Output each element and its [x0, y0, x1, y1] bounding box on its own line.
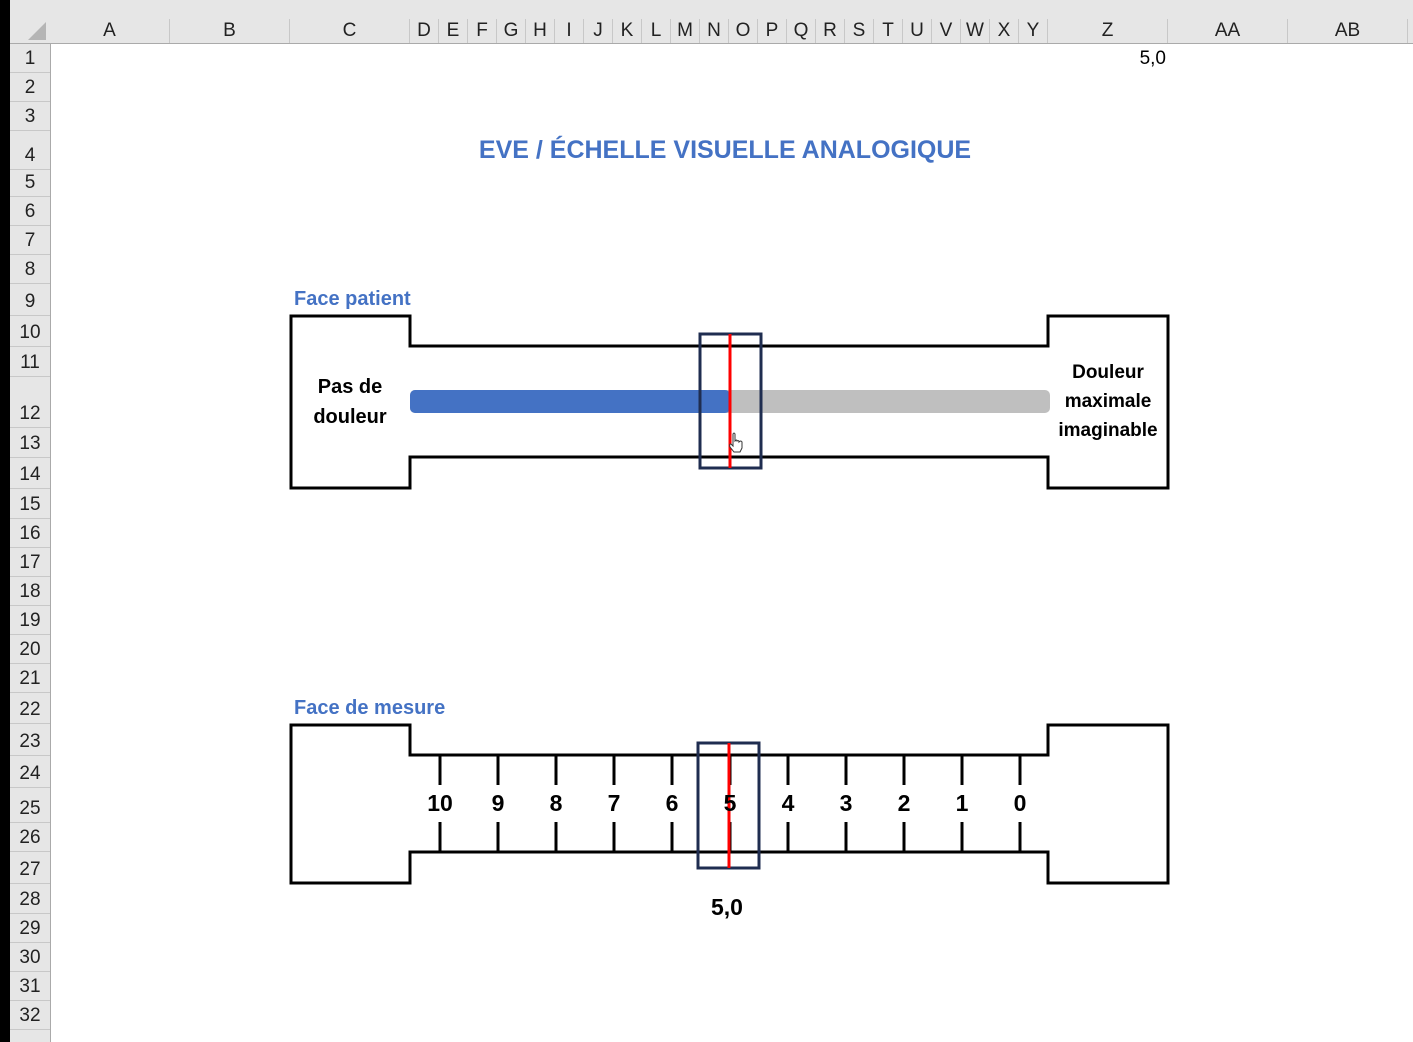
row-header[interactable]: 26 [10, 823, 50, 852]
patient-face-label: Face patient [294, 288, 411, 310]
column-header[interactable]: C [290, 19, 410, 43]
tick-label: 10 [427, 790, 453, 816]
column-header[interactable]: P [758, 19, 787, 43]
cell-z1[interactable]: 5,0 [1139, 48, 1166, 69]
column-header[interactable]: AA [1168, 19, 1288, 43]
row-header[interactable]: 21 [10, 664, 50, 693]
column-header[interactable]: L [642, 19, 671, 43]
column-header[interactable]: E [439, 19, 468, 43]
hand-cursor-icon [729, 432, 743, 453]
row-header[interactable]: 3 [10, 102, 50, 131]
row-header[interactable]: 8 [10, 255, 50, 284]
page-title: EVE / ÉCHELLE VISUELLE ANALOGIQUE [478, 136, 972, 164]
column-header[interactable]: W [961, 19, 990, 43]
row-header[interactable]: 1 [10, 44, 50, 73]
row-header[interactable]: 19 [10, 606, 50, 635]
column-header[interactable]: R [816, 19, 845, 43]
row-header[interactable]: 5 [10, 170, 50, 197]
row-header[interactable]: 10 [10, 316, 50, 347]
row-header[interactable]: 18 [10, 577, 50, 606]
tick-label: 0 [1013, 790, 1027, 816]
column-header[interactable]: U [903, 19, 932, 43]
column-header[interactable]: B [170, 19, 290, 43]
tick-label: 6 [665, 790, 679, 816]
tick-label: 1 [955, 790, 969, 816]
column-header[interactable]: F [468, 19, 497, 43]
left-label: Pas de douleur [313, 376, 387, 428]
column-header[interactable]: H [526, 19, 555, 43]
column-header[interactable]: I [555, 19, 584, 43]
measure-face-label: Face de mesure [294, 697, 446, 719]
column-header[interactable]: A [50, 19, 170, 43]
column-header[interactable]: X [990, 19, 1019, 43]
measure-value: 5,0 [711, 894, 743, 920]
row-header[interactable]: 29 [10, 914, 50, 943]
column-header[interactable]: M [671, 19, 700, 43]
tick-label: 8 [549, 790, 563, 816]
tick-label: 4 [781, 790, 795, 816]
right-label: Douleur maximale imaginable [1058, 362, 1158, 441]
tick-label: 5 [723, 790, 737, 816]
column-header[interactable]: AB [1288, 19, 1408, 43]
column-header[interactable]: T [874, 19, 903, 43]
column-header-bar [10, 0, 1413, 44]
tick-label: 7 [607, 790, 621, 816]
window-edge [0, 0, 10, 1042]
row-header[interactable]: 28 [10, 884, 50, 914]
row-header-bar [10, 44, 51, 1042]
tick-label: 2 [897, 790, 911, 816]
row-header[interactable]: 7 [10, 226, 50, 255]
row-header[interactable]: 24 [10, 756, 50, 788]
row-header[interactable]: 27 [10, 852, 50, 884]
column-header[interactable]: Y [1019, 19, 1048, 43]
row-header[interactable]: 22 [10, 693, 50, 724]
row-header[interactable]: 32 [10, 1001, 50, 1030]
row-header[interactable]: 16 [10, 519, 50, 548]
row-header[interactable]: 14 [10, 458, 50, 489]
pain-fill [410, 390, 730, 413]
row-header[interactable]: 30 [10, 943, 50, 972]
column-header[interactable]: Q [787, 19, 816, 43]
row-header[interactable]: 15 [10, 489, 50, 519]
column-header[interactable]: V [932, 19, 961, 43]
row-header[interactable]: 25 [10, 788, 50, 823]
row-header[interactable]: 2 [10, 73, 50, 102]
column-header[interactable]: N [700, 19, 729, 43]
column-header[interactable]: S [845, 19, 874, 43]
tick-label: 9 [491, 790, 505, 816]
select-all-corner[interactable] [10, 0, 50, 43]
row-header[interactable]: 4 [10, 131, 50, 170]
row-header[interactable]: 6 [10, 197, 50, 226]
row-header[interactable]: 20 [10, 635, 50, 664]
column-header[interactable]: J [584, 19, 613, 43]
tick-label: 3 [839, 790, 853, 816]
column-header[interactable]: G [497, 19, 526, 43]
row-header[interactable]: 23 [10, 724, 50, 756]
row-header[interactable]: 11 [10, 347, 50, 377]
row-header[interactable]: 13 [10, 428, 50, 458]
row-header[interactable]: 12 [10, 377, 50, 428]
column-header[interactable]: D [410, 19, 439, 43]
row-header[interactable]: 17 [10, 548, 50, 577]
column-header[interactable]: K [613, 19, 642, 43]
column-header[interactable]: Z [1048, 19, 1168, 43]
row-header[interactable]: 9 [10, 284, 50, 316]
column-header[interactable]: O [729, 19, 758, 43]
row-header[interactable]: 31 [10, 972, 50, 1001]
